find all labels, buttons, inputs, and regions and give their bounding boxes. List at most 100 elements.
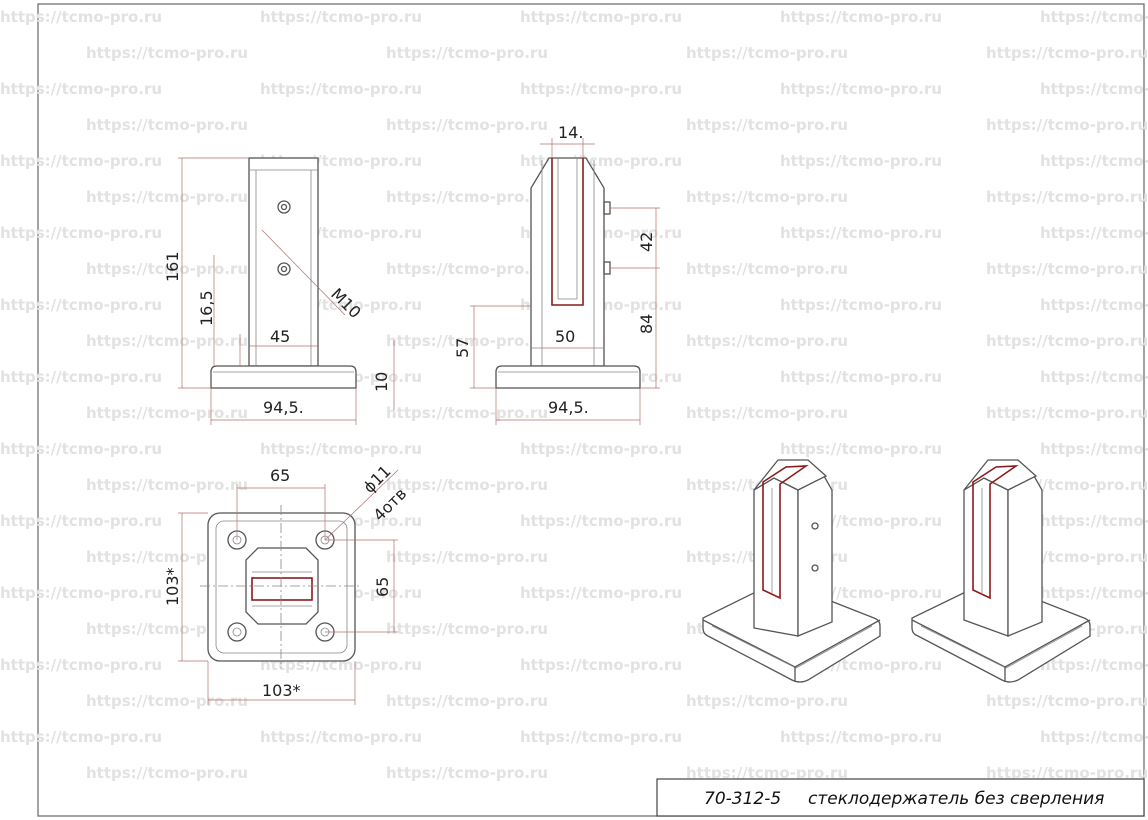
watermark-text: https://tcmo-pro.ru [0,512,162,530]
top-glass-slot [251,577,313,601]
watermark-text: https://tcmo-pro.ru [780,296,942,314]
watermark-text: https://tcmo-pro.ru [0,656,162,674]
watermark-text: https://tcmo-pro.ru [0,296,162,314]
isometric-view-left [702,459,881,683]
front-base [210,365,357,389]
watermark-text: https://tcmo-pro.ru [86,188,248,206]
watermark-text: https://tcmo-pro.ru [986,188,1148,206]
watermark-text: https://tcmo-pro.ru [0,8,162,26]
watermark-text: https://tcmo-pro.ru [986,44,1148,62]
dim-side-slot-width: 14. [558,123,583,142]
dim-side-base-width: 94,5. [548,398,589,417]
watermark-text: https://tcmo-pro.ru [0,368,162,386]
watermark-text: https://tcmo-pro.ru [0,152,162,170]
watermark-text: https://tcmo-pro.ru [780,152,942,170]
watermark-text: https://tcmo-pro.ru [1040,368,1148,386]
isometric-view-right [911,459,1091,683]
watermark-text: https://tcmo-pro.ru [686,260,848,278]
watermark-text: https://tcmo-pro.ru [386,548,548,566]
watermark-text: https://tcmo-pro.ru [986,116,1148,134]
watermark-text: https://tcmo-pro.ru [986,764,1148,782]
watermark-text: https://tcmo-pro.ru [86,764,248,782]
watermark-text: https://tcmo-pro.ru [986,404,1148,422]
watermark-text: https://tcmo-pro.ru [686,332,848,350]
watermark-text: https://tcmo-pro.ru [520,440,682,458]
title-block: 70-312-5 стеклодержатель без сверления [656,778,1145,817]
dim-top-hole-spacing-y: 65 [373,577,392,597]
watermark-text: https://tcmo-pro.ru [986,260,1148,278]
watermark-text: https://tcmo-pro.ru [520,80,682,98]
watermark-text: https://tcmo-pro.ru [1040,152,1148,170]
watermark-text: https://tcmo-pro.ru [86,44,248,62]
watermark-text: https://tcmo-pro.ru [0,440,162,458]
watermark-text: https://tcmo-pro.ru [986,692,1148,710]
watermark-text: https://tcmo-pro.ru [686,692,848,710]
dim-front-body-width: 45 [270,327,290,346]
watermark-text: https://tcmo-pro.ru [260,8,422,26]
watermark-text: https://tcmo-pro.ru [520,8,682,26]
watermark-text: https://tcmo-pro.ru [86,116,248,134]
watermark-text: https://tcmo-pro.ru [386,332,548,350]
watermark-text: https://tcmo-pro.ru [780,224,942,242]
dim-top-base-height: 103* [163,567,182,606]
watermark-text: https://tcmo-pro.ru [386,476,548,494]
watermark-text: https://tcmo-pro.ru [386,620,548,638]
watermark-text: https://tcmo-pro.ru [780,440,942,458]
front-bolt-upper [277,200,291,214]
watermark-text: https://tcmo-pro.ru [686,188,848,206]
watermark-text: https://tcmo-pro.ru [0,584,162,602]
title-code: 70-312-5 [704,789,781,809]
watermark-text: https://tcmo-pro.ru [780,80,942,98]
watermark-text: https://tcmo-pro.ru [520,584,682,602]
dim-side-height-left: 57 [453,338,472,358]
watermark-text: https://tcmo-pro.ru [0,728,162,746]
side-base [495,365,641,389]
watermark-text: https://tcmo-pro.ru [0,80,162,98]
front-view: 161 16,5 M10 45 10 94,5. [163,157,395,425]
watermark-text: https://tcmo-pro.ru [386,764,548,782]
watermark-text: https://tcmo-pro.ru [86,404,248,422]
dim-top-hole-spacing-x: 65 [270,466,290,485]
watermark-text: https://tcmo-pro.ru [86,692,248,710]
watermark-text: https://tcmo-pro.ru [1040,296,1148,314]
dim-side-body-width: 50 [555,327,575,346]
watermark-text: https://tcmo-pro.ru [386,116,548,134]
watermark-text: https://tcmo-pro.ru [1040,584,1148,602]
watermark-text: https://tcmo-pro.ru [520,656,682,674]
watermark-text: https://tcmo-pro.ru [1040,8,1148,26]
watermark-text: https://tcmo-pro.ru [86,476,248,494]
dim-side-height-right: 84 [637,314,656,334]
front-body [248,157,319,367]
watermark-text: https://tcmo-pro.ru [780,728,942,746]
dim-front-thread: M10 [327,284,365,322]
front-bolt-lower [277,262,291,276]
watermark-text: https://tcmo-pro.ru [986,332,1148,350]
watermark-text: https://tcmo-pro.ru [1040,512,1148,530]
watermark-text: https://tcmo-pro.ru [260,80,422,98]
dim-top-base-width: 103* [262,681,301,700]
watermark-text: https://tcmo-pro.ru [686,404,848,422]
watermark-text: https://tcmo-pro.ru [386,692,548,710]
watermark-text: https://tcmo-pro.ru [1040,728,1148,746]
watermark-text: https://tcmo-pro.ru [1040,440,1148,458]
watermark-text: https://tcmo-pro.ru [686,116,848,134]
dim-front-height-lower: 16,5 [197,290,216,326]
watermark-text: https://tcmo-pro.ru [86,332,248,350]
watermark-text: https://tcmo-pro.ru [520,728,682,746]
watermark-text: https://tcmo-pro.ru [86,260,248,278]
watermark-text: https://tcmo-pro.ru [780,8,942,26]
dim-front-base-thickness: 10 [372,372,391,392]
watermark-text: https://tcmo-pro.ru [0,224,162,242]
watermark-text: https://tcmo-pro.ru [520,512,682,530]
watermark-text: https://tcmo-pro.ru [386,260,548,278]
glass-slot [551,158,584,306]
watermark-text: https://tcmo-pro.ru [1040,224,1148,242]
watermark-text: https://tcmo-pro.ru [686,764,848,782]
dim-side-hole-spacing: 42 [637,232,656,252]
watermark-text: https://tcmo-pro.ru [386,188,548,206]
watermark-text: https://tcmo-pro.ru [1040,80,1148,98]
dim-front-base-width: 94,5. [263,398,304,417]
watermark-text: https://tcmo-pro.ru [686,44,848,62]
watermark-text: https://tcmo-pro.ru [1040,656,1148,674]
